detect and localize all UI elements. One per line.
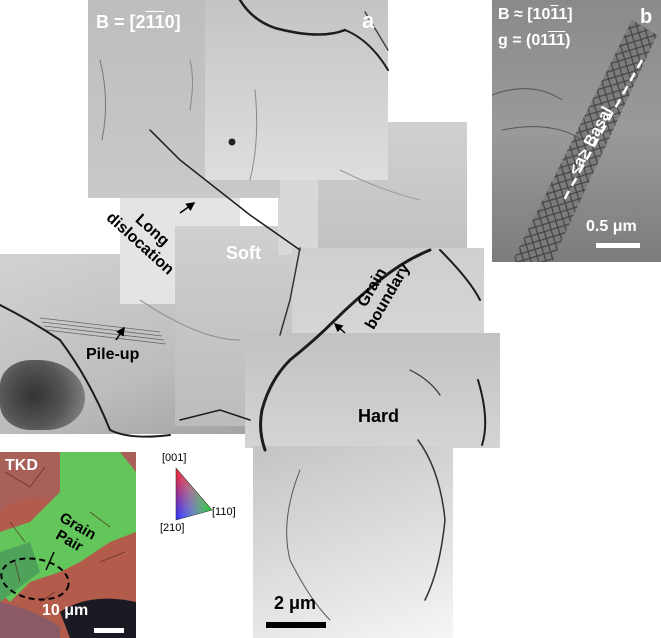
tem-tile-right-mid bbox=[278, 175, 318, 255]
ipf-triangle bbox=[175, 467, 213, 521]
tem-tile-top-right bbox=[205, 0, 388, 180]
panel-a-zone-axis: B = [2110] bbox=[96, 12, 181, 33]
tkd-scale-bar bbox=[94, 628, 124, 633]
ipf-legend-top: [001] bbox=[162, 452, 187, 464]
g-vector-prefix: g = (01 bbox=[498, 32, 549, 49]
panel-b-scale-bar bbox=[596, 243, 640, 248]
label-pile-up: Pile-up bbox=[86, 346, 140, 363]
panel-b: B ≈ [1011] g = (0111) b <a> Basal 0.5 μm bbox=[492, 0, 661, 262]
g-vector-bar-digit-2: 1 bbox=[556, 32, 566, 49]
g-vector-suffix: ) bbox=[565, 32, 571, 49]
tkd-map: TKD Grain Pair 10 μm bbox=[0, 452, 136, 638]
tem-tile-bottom bbox=[253, 446, 453, 638]
label-hard: Hard bbox=[358, 406, 400, 426]
tkd-title: TKD bbox=[5, 457, 38, 474]
dark-feature bbox=[0, 360, 85, 430]
zone-axis-b-suffix: 1] bbox=[558, 6, 573, 23]
panel-a-scale-label: 2 μm bbox=[274, 593, 317, 613]
zone-axis-bar-digit-2: 1 bbox=[154, 12, 165, 32]
panel-a-scale-bar bbox=[266, 622, 326, 628]
basal-dislocation-network bbox=[492, 20, 657, 262]
tkd-scale-label: 10 μm bbox=[42, 602, 89, 619]
panel-b-scale-label: 0.5 μm bbox=[586, 218, 637, 235]
tem-tile-hard bbox=[245, 333, 500, 448]
ipf-legend-right: [110] bbox=[212, 506, 236, 518]
panel-b-letter: b bbox=[640, 6, 653, 28]
g-vector-bar-digit-1: 1 bbox=[548, 32, 557, 49]
zone-axis-suffix: 0] bbox=[164, 12, 181, 32]
label-soft: Soft bbox=[226, 243, 261, 263]
panel-a-letter: a bbox=[362, 8, 375, 33]
zone-axis-b-bar-digit: 1 bbox=[550, 6, 559, 23]
zone-axis-prefix: B = [2 bbox=[96, 12, 146, 32]
tkd-orientation-map bbox=[0, 452, 136, 638]
ipf-legend: [001] [110] [210] bbox=[160, 452, 250, 536]
zone-axis-bar-digit-1: 1 bbox=[145, 12, 155, 32]
ipf-legend-bottom: [210] bbox=[160, 522, 185, 534]
panel-b-zone-axis: B ≈ [1011] bbox=[498, 6, 573, 24]
zone-axis-b-prefix: B ≈ [10 bbox=[498, 6, 551, 23]
panel-b-g-vector: g = (0111) bbox=[498, 32, 571, 50]
